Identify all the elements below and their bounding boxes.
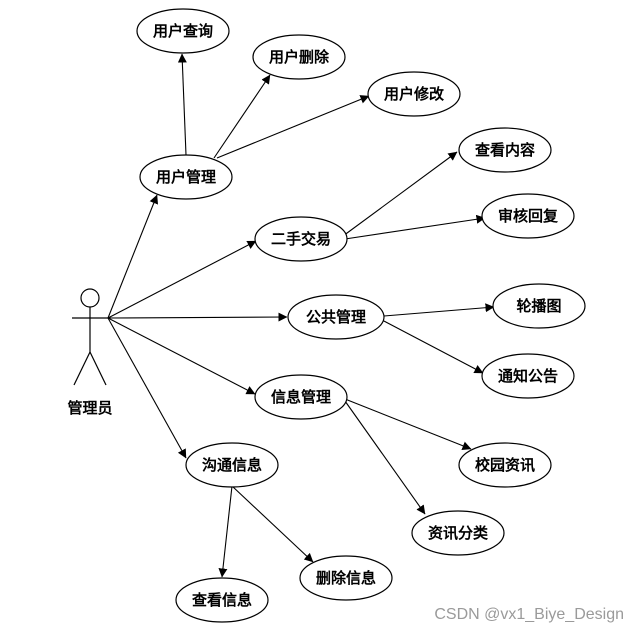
edge-actor-comm-info: [107, 317, 187, 459]
node-news-category: 资讯分类: [411, 510, 505, 556]
node-notice: 通知公告: [481, 353, 575, 399]
node-second-hand: 二手交易: [254, 216, 348, 262]
actor-admin: 管理员: [67, 288, 113, 417]
edge-user-manage-modify: [216, 95, 370, 159]
edge-public-carousel: [383, 303, 495, 317]
actor-head: [80, 288, 100, 308]
edge-actor-info-manage: [107, 317, 256, 395]
node-public-manage: 公共管理: [287, 294, 385, 340]
node-campus-news: 校园资讯: [458, 442, 552, 488]
node-campus-news-label: 校园资讯: [475, 456, 535, 474]
actor-label: 管理员: [67, 399, 112, 417]
node-notice-label: 通知公告: [498, 367, 558, 385]
edge-user-manage-query: [177, 53, 187, 156]
watermark-text: CSDN @vx1_Biye_Design: [434, 606, 624, 623]
edge-user-manage-delete: [213, 74, 271, 159]
node-user-manage-label: 用户管理: [156, 168, 216, 186]
node-comm-info: 沟通信息: [185, 442, 279, 488]
node-user-modify: 用户修改: [367, 71, 461, 117]
actor-right-leg: [89, 351, 107, 386]
node-delete-info-label: 删除信息: [316, 569, 376, 587]
node-info-manage: 信息管理: [254, 374, 348, 420]
node-user-query: 用户查询: [136, 8, 230, 54]
node-user-modify-label: 用户修改: [384, 85, 445, 103]
edge-actor-public-manage: [107, 312, 288, 322]
edge-actor-second-hand: [107, 240, 257, 319]
node-user-delete-label: 用户删除: [269, 48, 330, 66]
edge-public-notice: [381, 319, 484, 374]
edge-second-hand-view: [342, 151, 458, 237]
node-user-delete: 用户删除: [252, 34, 346, 80]
actor-left-leg: [73, 351, 91, 386]
node-review-reply-label: 审核回复: [498, 207, 559, 225]
node-user-manage: 用户管理: [139, 154, 233, 200]
edge-info-campus-news: [344, 398, 472, 451]
node-carousel: 轮播图: [492, 283, 586, 329]
node-info-manage-label: 信息管理: [271, 388, 331, 406]
node-public-manage-label: 公共管理: [306, 308, 366, 326]
node-view-info-label: 查看信息: [192, 591, 252, 609]
edge-second-hand-review: [344, 214, 486, 240]
node-carousel-label: 轮播图: [516, 297, 561, 315]
edge-info-news-category: [344, 400, 426, 515]
edge-actor-user-manage: [107, 194, 159, 319]
node-view-content-label: 查看内容: [475, 141, 535, 159]
node-view-content: 查看内容: [458, 127, 552, 173]
node-second-hand-label: 二手交易: [271, 230, 331, 248]
edges: [107, 53, 495, 578]
node-comm-info-label: 沟通信息: [202, 456, 262, 474]
node-user-query-label: 用户查询: [153, 22, 213, 40]
node-delete-info: 删除信息: [299, 555, 393, 601]
node-review-reply: 审核回复: [481, 193, 575, 239]
node-news-category-label: 资讯分类: [428, 524, 489, 542]
edge-comm-delete-info: [231, 485, 314, 563]
node-view-info: 查看信息: [175, 577, 269, 623]
edge-comm-view-info: [218, 485, 233, 578]
